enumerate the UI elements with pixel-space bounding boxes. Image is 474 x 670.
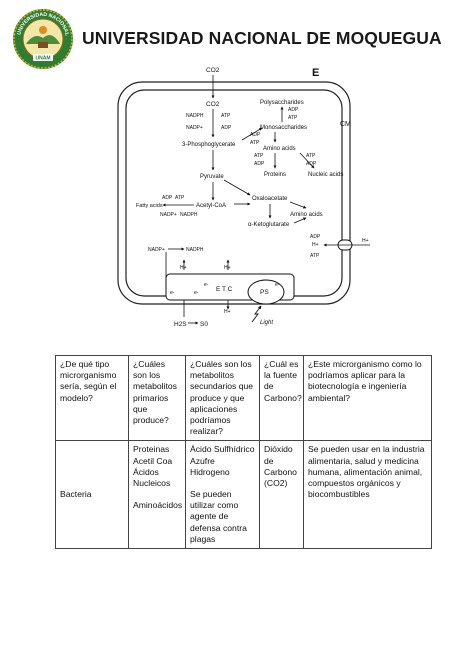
primary-item: Aminoácidos: [133, 500, 183, 511]
h2s-label: H2S: [174, 321, 187, 328]
university-logo: UNIVERSIDAD NACIONAL UNAM: [13, 9, 73, 69]
co2-inner-label: CO2: [206, 101, 220, 108]
amino-acids-label-2: Amino acids: [290, 212, 323, 218]
cell-primary-metabolites: Proteinas Acetil Coa Ácidos Nucleicos Am…: [128, 440, 186, 550]
primary-item: Proteinas: [133, 444, 170, 455]
secondary-spacer: [190, 478, 255, 489]
light-label: Light: [260, 320, 273, 326]
cell-secondary-metabolites: Ácido Sulfhídrico Azufre Hidrogeno Se pu…: [185, 440, 260, 550]
logo-bottom-text: UNAM: [36, 56, 51, 62]
questions-table: ¿De qué tipo microrganismo sería, según …: [55, 354, 432, 550]
nadph-label-1: NADPH: [186, 113, 204, 119]
cell-inner-membrane: [125, 89, 343, 297]
metabolism-figure: E CM CO2 CO2 NADPH ATP NADP+ ADP 3-Phosp…: [100, 60, 380, 335]
header-cell-secondary: ¿Cuáles son los metabolitos secundarios …: [185, 354, 260, 442]
s0-label: S0: [200, 321, 208, 328]
acetyl-coa-label: Acetyl-CoA: [196, 203, 226, 209]
fatty-acids-label: Fatty acids: [136, 203, 163, 209]
oxaloacetate-label: Oxaloacetate: [252, 196, 288, 202]
polysaccharides-label: Polysaccharides: [260, 100, 304, 106]
atp-label-3: ATP: [288, 115, 298, 121]
e-minus-label-2: e-: [194, 290, 199, 296]
cell-application: Se pueden usar en la industria alimentar…: [303, 440, 432, 550]
primary-item: Acetil Coa: [133, 455, 173, 466]
h-plus-label-3: H+: [180, 265, 187, 271]
nadp-label-2: NADP+: [160, 212, 177, 218]
document-header: UNIVERSIDAD NACIONAL UNAM UNIVERSIDAD NA…: [0, 0, 474, 80]
ketoglutarate-label: α-Ketoglutarate: [248, 222, 290, 228]
atp-label-7: ATP: [310, 253, 320, 259]
header-cell-carbon: ¿Cuál es la fuente de Carbono?: [259, 354, 304, 442]
header-cell-application: ¿Este microrganismo como lo podríamos ap…: [303, 354, 432, 442]
cell-carbon-source: Dióxido de Carbono (CO2): [259, 440, 304, 550]
nadp-label-1: NADP+: [186, 125, 203, 131]
atp-label-6: ATP: [306, 153, 316, 159]
adp-label-1: ADP: [221, 125, 232, 131]
atp-label-2: ATP: [175, 195, 185, 201]
primary-spacer: [133, 489, 181, 500]
adp-label-6: ADP: [306, 161, 317, 167]
atp-label-5: ATP: [254, 153, 264, 159]
secondary-item: Hidrogeno: [190, 466, 230, 477]
3pg-to-monosacch-arrow: [241, 127, 263, 141]
phosphoglycerate-label: 3-Phosphoglycerate: [182, 142, 236, 148]
co2-top-label: CO2: [206, 67, 220, 74]
secondary-item: Azufre: [190, 455, 215, 466]
atp-label-4: ATP: [250, 140, 260, 146]
cell-organism-type: Bacteria: [55, 440, 129, 550]
university-title: UNIVERSIDAD NACIONAL DE MOQUEGUA: [82, 28, 442, 48]
primary-item: Nucleicos: [133, 478, 171, 489]
adp-label-2: ADP: [162, 195, 173, 201]
header-cell-primary: ¿Cuáles son los metabolitos primarios qu…: [128, 354, 186, 442]
h-plus-label-1: H+: [312, 242, 319, 248]
proteins-label: Proteins: [264, 172, 286, 178]
pyruvate-to-oxaloacetate-arrow: [223, 179, 251, 196]
oxaloacetate-to-amino-arrow: [289, 201, 307, 209]
nadph-label-3: NADPH: [186, 247, 204, 253]
ps-label: PS: [260, 289, 269, 296]
h-plus-label-2: H+: [362, 238, 369, 244]
adp-label-7: ADP: [310, 234, 321, 240]
adp-label-5: ADP: [254, 161, 265, 167]
e-minus-label-3: e-: [204, 282, 209, 288]
photosystem: [247, 279, 285, 305]
h-plus-label-5: H+: [224, 309, 231, 315]
table-header-row: ¿De qué tipo microrganismo sería, según …: [55, 354, 432, 442]
etc-label: E T C: [216, 286, 233, 293]
adp-label-4: ADP: [250, 132, 261, 138]
cm-label: CM: [340, 121, 351, 128]
h-plus-label-4: H+: [224, 265, 231, 271]
header-cell-type: ¿De qué tipo microrganismo sería, según …: [55, 354, 129, 442]
primary-item: Ácidos: [133, 466, 159, 477]
pyruvate-label: Pyruvate: [200, 174, 224, 180]
cell-diagram: E CM CO2 CO2 NADPH ATP NADP+ ADP 3-Phosp…: [117, 67, 370, 328]
nadph-label-2: NADPH: [180, 212, 198, 218]
amino-acids-label-1: Amino acids: [263, 146, 296, 152]
amino-to-nucleic-arrow: [299, 152, 315, 169]
nucleic-acids-label: Nucleic acids: [308, 172, 343, 178]
atp-label-1: ATP: [221, 113, 231, 119]
e-minus-label-1: e-: [170, 290, 175, 296]
table-row: Bacteria Proteinas Acetil Coa Ácidos Nuc…: [55, 440, 432, 550]
panel-letter: E: [312, 67, 319, 79]
secondary-item: Se pueden utilizar como agente de defens…: [190, 489, 247, 544]
light-zigzag: [251, 305, 262, 323]
adp-label-3: ADP: [288, 107, 299, 113]
nadp-label-3: NADP+: [148, 247, 165, 253]
cell-membrane: [117, 81, 351, 305]
ketoglutarate-to-amino-arrow: [293, 217, 307, 224]
e-minus-label-4: e-: [275, 282, 280, 288]
secondary-item: Ácido Sulfhídrico: [190, 444, 255, 455]
monosaccharides-label: Monosaccharides: [260, 125, 307, 131]
